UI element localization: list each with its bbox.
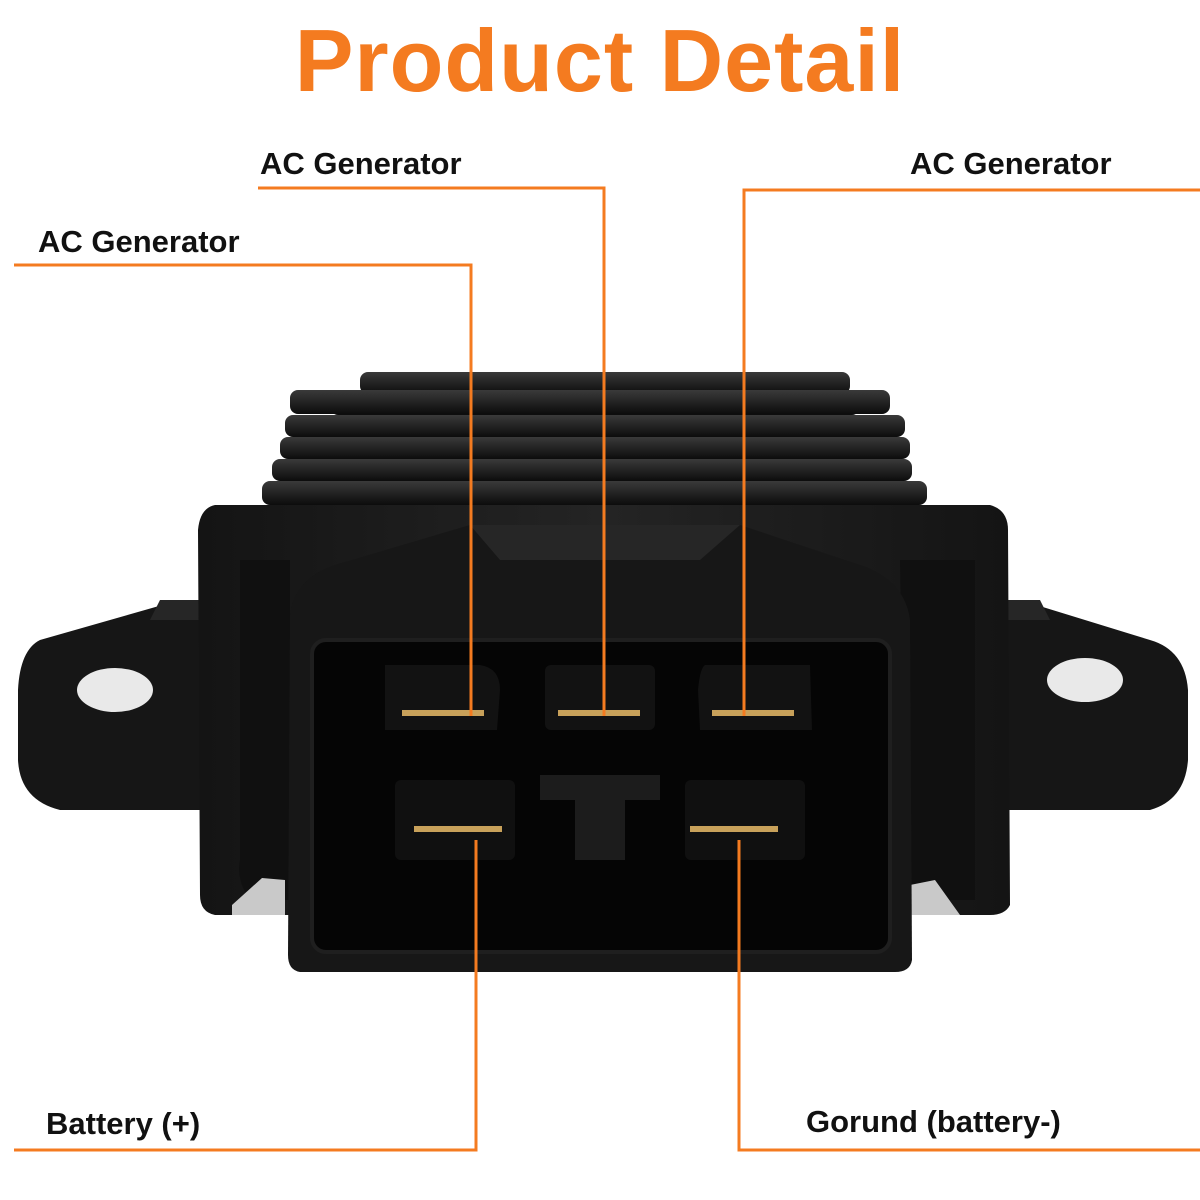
label-ac-generator-right: AC Generator <box>910 146 1112 181</box>
page-title: Product Detail <box>294 11 906 110</box>
heat-sink-fins <box>262 372 927 505</box>
leader-line-ac-middle <box>258 186 606 716</box>
leader-line-battery <box>14 840 478 1152</box>
label-ac-generator-left: AC Generator <box>38 224 240 259</box>
terminal-pins <box>402 710 794 832</box>
mounting-hole-left <box>77 668 153 712</box>
leader-line-ac-right <box>742 188 1200 716</box>
mounting-hole-right <box>1047 658 1123 702</box>
callout-lines <box>14 186 1200 1152</box>
leader-line-ground <box>737 840 1200 1152</box>
leader-line-ac-left <box>14 263 473 716</box>
label-ground-battery-negative: Gorund (battery-) <box>806 1104 1061 1139</box>
label-battery-positive: Battery (+) <box>46 1106 201 1141</box>
label-ac-generator-middle: AC Generator <box>260 146 462 181</box>
